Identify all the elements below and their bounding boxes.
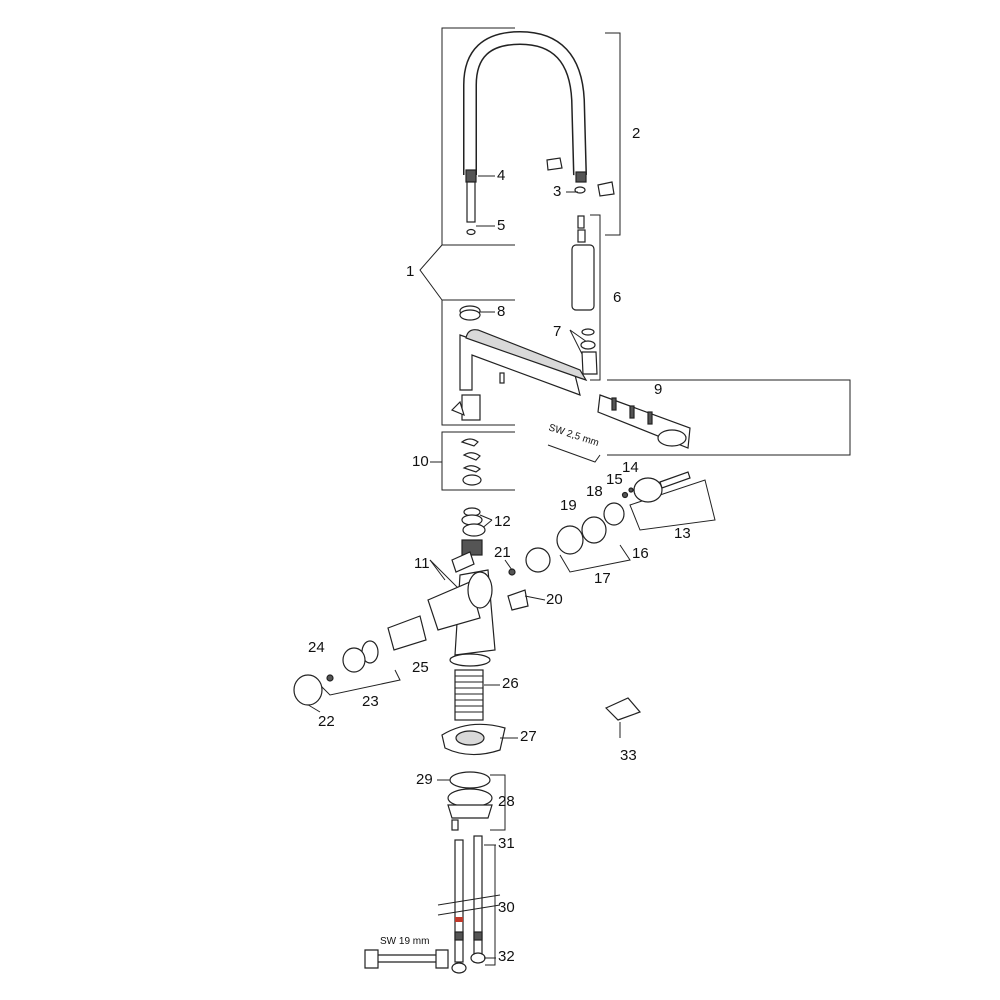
label-25: 25 (412, 659, 429, 676)
label-20: 20 (546, 591, 563, 608)
label-5: 5 (497, 217, 505, 234)
label-32: 32 (498, 948, 515, 965)
pull-out-tube (571, 215, 598, 375)
supply-hoses (437, 835, 501, 974)
spray-head-rail (597, 394, 691, 449)
lever-handle (508, 471, 691, 576)
label-18: 18 (586, 483, 603, 500)
label-21: 21 (494, 544, 511, 561)
label-29: 29 (416, 771, 433, 788)
label-2: 2 (632, 125, 640, 142)
label-1: 1 (406, 263, 414, 280)
wrench-label: SW 19 mm (380, 936, 429, 947)
fixing-set (447, 771, 493, 831)
label-10: 10 (412, 453, 429, 470)
label-15: 15 (606, 471, 623, 488)
label-23: 23 (362, 693, 379, 710)
label-3: 3 (553, 183, 561, 200)
label-22: 22 (318, 713, 335, 730)
label-11: 11 (414, 555, 430, 572)
retaining-clips (460, 438, 482, 486)
label-leaders (430, 175, 578, 959)
side-cartridge (293, 615, 427, 706)
base-gasket (441, 723, 506, 756)
label-17: 17 (594, 570, 611, 587)
label-7: 7 (553, 323, 561, 340)
label-24: 24 (308, 639, 325, 656)
label-27: 27 (520, 728, 537, 745)
label-33: 33 (620, 747, 637, 764)
label-14: 14 (622, 459, 639, 476)
spout-hose (463, 30, 615, 236)
part-labels: 1 2 3 4 5 6 7 8 9 10 11 12 13 14 15 16 1… (308, 125, 691, 965)
label-6: 6 (613, 289, 621, 306)
label-9: 9 (654, 381, 662, 398)
mixer-body (427, 507, 529, 667)
hex-key (547, 444, 601, 463)
bracket-lines (299, 27, 851, 966)
label-12: 12 (494, 513, 511, 530)
label-28: 28 (498, 793, 515, 810)
label-19: 19 (560, 497, 577, 514)
spout-body (450, 305, 588, 421)
label-4: 4 (497, 167, 505, 184)
label-31: 31 (498, 835, 515, 852)
label-30: 30 (498, 899, 515, 916)
label-26: 26 (502, 675, 519, 692)
label-16: 16 (632, 545, 649, 562)
wrench (364, 949, 449, 969)
label-8: 8 (497, 303, 505, 320)
label-13: 13 (674, 525, 691, 542)
part-33-bracket (604, 697, 642, 738)
hex-key-label: SW 2,5 mm (547, 422, 600, 449)
threaded-shank (454, 669, 484, 721)
